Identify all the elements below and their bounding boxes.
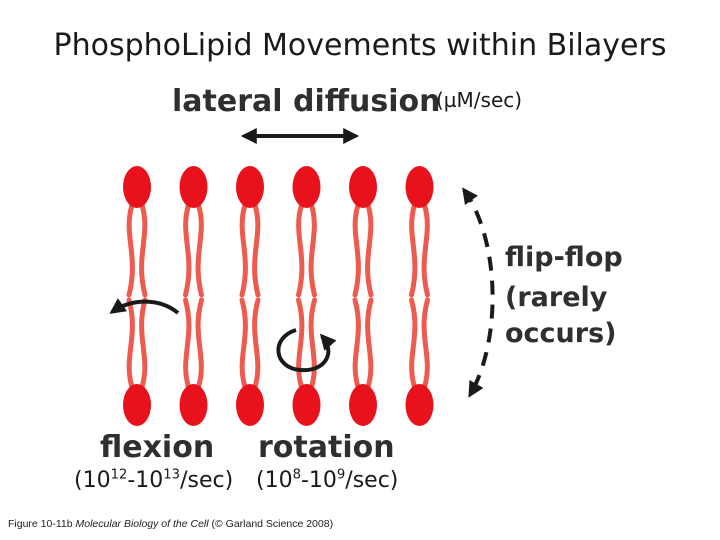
lipid-tail [252, 202, 261, 298]
lipid-tail [239, 202, 248, 298]
lipid-tail [139, 297, 148, 390]
flexion-label: flexion [100, 430, 215, 465]
lipid-bilayer [123, 166, 434, 426]
lipid-tail [352, 202, 361, 298]
lipid-tail [308, 202, 317, 298]
flip-flop-label: flip-flop [505, 242, 623, 273]
lipid-tail [421, 202, 430, 298]
lipid-head-bottom [349, 384, 377, 426]
lipid-head-top [236, 166, 264, 208]
rotation-arrow [276, 328, 337, 373]
lipid-head-bottom [292, 384, 321, 426]
lipid-tail [296, 202, 305, 298]
lipid-head-top [349, 166, 377, 208]
lipid-tail [365, 202, 374, 298]
lipid-head-top [292, 166, 321, 208]
caption-prefix: Figure 10-11b [8, 518, 76, 530]
rotation-rate-dash: -10 [300, 468, 337, 493]
lipid-tail [409, 202, 418, 298]
flexion-rate-tail: /sec) [180, 468, 234, 493]
page-title: PhosphoLipid Movements within Bilayers [53, 28, 667, 63]
lipid-tail [409, 297, 418, 390]
rotation-rate-tail: /sec) [345, 468, 399, 493]
lipid-head-bottom [236, 384, 264, 426]
lipid-tail [139, 202, 148, 298]
caption-suffix: (© Garland Science 2008) [208, 518, 334, 530]
lipid-head-top [405, 166, 434, 208]
lipid-tail [352, 297, 361, 390]
rotation-rate-exp2: 9 [336, 467, 346, 483]
lipid-tail [183, 297, 192, 390]
flip-flop-arrow [462, 187, 495, 398]
lipid-tail [365, 297, 374, 390]
lipid-head-top [123, 166, 151, 208]
lipid-tail [252, 297, 261, 390]
lipid-head-bottom [123, 384, 151, 426]
lipid-tail [296, 297, 305, 390]
flexion-rate-exp2: 13 [163, 467, 181, 483]
lipid-head-bottom [405, 384, 434, 426]
lateral-diffusion-label: lateral diffusion [172, 84, 441, 119]
flip-flop-note-line1: (rarely [505, 282, 608, 313]
caption-book-title: Molecular Biology of the Cell [75, 518, 209, 530]
lipid-head-top [179, 166, 208, 208]
lipid-tail [183, 202, 192, 298]
flexion-rate-base1: (10 [74, 468, 111, 493]
lipid-tail [126, 297, 135, 390]
flexion-rate: (1012-1013/sec) [74, 468, 233, 493]
flexion-rate-dash: -10 [127, 468, 164, 493]
lipid-tail [195, 297, 204, 390]
flip-flop-note-line2: occurs) [505, 318, 617, 349]
rotation-label: rotation [258, 430, 395, 465]
lateral-diffusion-rate: (µM/sec) [436, 88, 523, 112]
lipid-tail [195, 202, 204, 298]
flexion-arrow [109, 298, 180, 315]
lipid-tail [239, 297, 248, 390]
flexion-rate-exp1: 12 [110, 467, 128, 483]
lipid-tail [421, 297, 430, 390]
rotation-rate-exp1: 8 [292, 467, 301, 483]
lipid-head-bottom [179, 384, 208, 426]
rotation-rate-base1: (10 [256, 468, 293, 493]
rotation-rate: (108-109/sec) [256, 468, 398, 493]
lipid-tail [126, 202, 135, 298]
lipid-tail [308, 297, 317, 390]
figure-caption: Figure 10-11b Molecular Biology of the C… [8, 518, 333, 530]
